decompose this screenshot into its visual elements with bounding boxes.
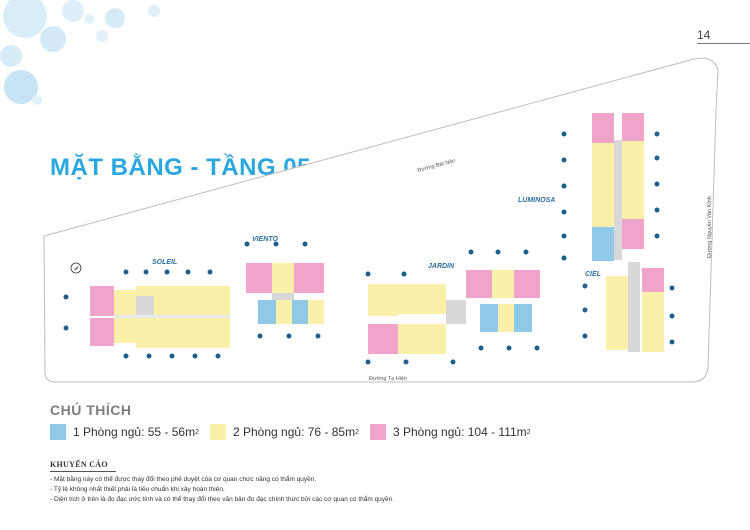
notes-title: KHUYẾN CÁO: [50, 460, 108, 469]
unit-2br: [276, 300, 292, 324]
page-number: 14: [697, 28, 711, 42]
unit-3br: [294, 263, 324, 293]
bubble: [84, 14, 94, 24]
unit-2br: [208, 286, 230, 316]
unit-2br: [368, 284, 398, 316]
legend-label-3br: 3 Phòng ngủ: 104 - 111m: [393, 425, 527, 439]
bubble: [96, 30, 108, 42]
block-soleil: [90, 286, 230, 348]
unit-2br: [272, 263, 294, 293]
unit-1br: [480, 304, 498, 332]
road-label-right: Đường Nguyễn Văn Kỉnh: [706, 196, 713, 258]
block-jardin: [368, 270, 540, 354]
unit-1br: [514, 304, 532, 332]
block-label-viento: VIENTO: [252, 236, 278, 243]
unit-2br: [172, 286, 190, 316]
legend-label-2br: 2 Phòng ngủ: 76 - 85m: [233, 425, 356, 439]
unit-2br: [114, 318, 136, 343]
note-item: - Diện tích ở trên là đo đạc ước tính và…: [50, 496, 395, 503]
legend-swatch-2br: [210, 424, 226, 440]
note-item: - Tỷ lệ không nhất thiết phải là tiêu ch…: [50, 486, 225, 493]
unit-3br: [466, 270, 492, 298]
unit-1br: [258, 300, 276, 324]
road-label-bottom: Đường Tạ Hiện: [369, 376, 407, 382]
unit-2br: [642, 292, 664, 352]
legend-title: CHÚ THÍCH: [50, 402, 132, 418]
bubble: [40, 26, 66, 52]
core: [446, 300, 466, 324]
unit-2br: [190, 318, 208, 348]
unit-2br: [190, 286, 208, 316]
block-viento: [246, 263, 324, 324]
unit-2br: [606, 276, 628, 350]
unit-2br: [114, 290, 136, 315]
legend-swatch-1br: [50, 424, 66, 440]
unit-1br: [292, 300, 308, 324]
unit-2br: [398, 324, 422, 354]
notes-rule: [50, 471, 116, 472]
legend-label-1br: 1 Phòng ngủ: 55 - 56m: [73, 425, 196, 439]
unit-1br: [592, 227, 614, 261]
block-label-ciel: CIEL: [585, 271, 601, 278]
unit-2br: [154, 286, 172, 316]
unit-2br: [422, 284, 446, 314]
core: [136, 296, 154, 318]
legend-sup-3br: 2: [526, 428, 531, 436]
unit-3br: [368, 324, 398, 354]
unit-3br: [246, 263, 272, 293]
block-label-jardin: JARDIN: [428, 263, 455, 270]
unit-2br: [492, 270, 514, 298]
corridor: [114, 315, 230, 318]
legend-sup-2br: 2: [355, 428, 359, 436]
bubble: [0, 45, 22, 67]
unit-2br: [208, 318, 230, 348]
bubble: [3, 0, 47, 38]
unit-2br: [592, 143, 614, 227]
core: [614, 140, 622, 260]
core: [272, 293, 294, 301]
unit-2br: [622, 141, 644, 219]
block-label-luminosa: LUMINOSA: [518, 197, 555, 204]
unit-2br: [422, 324, 446, 354]
unit-2br: [136, 286, 154, 296]
block-label-soleil: SOLEIL: [152, 259, 177, 266]
unit-3br: [514, 270, 540, 298]
unit-3br: [90, 286, 114, 316]
unit-2br: [172, 318, 190, 348]
unit-3br: [642, 268, 664, 292]
unit-3br: [622, 219, 644, 249]
core: [628, 262, 640, 352]
unit-2br: [136, 318, 154, 348]
bubble: [105, 8, 125, 28]
block-luminosa: [592, 113, 644, 261]
bubble: [62, 0, 84, 22]
unit-2br: [398, 284, 422, 314]
block-ciel: [606, 262, 664, 352]
north-arrow-icon: [70, 262, 82, 274]
unit-3br: [622, 113, 644, 141]
legend-swatch-3br: [370, 424, 386, 440]
bubble: [148, 5, 160, 17]
unit-2br: [308, 300, 324, 324]
unit-2br: [154, 318, 172, 348]
legend-sup-1br: 2: [195, 428, 199, 436]
page-number-rule: [697, 43, 750, 44]
bubble: [32, 95, 42, 105]
unit-3br: [592, 113, 614, 143]
unit-markers: [63, 131, 675, 365]
unit-3br: [90, 318, 114, 346]
unit-2br: [498, 304, 514, 332]
note-item: - Mặt bằng này có thể được thay đổi theo…: [50, 476, 317, 483]
